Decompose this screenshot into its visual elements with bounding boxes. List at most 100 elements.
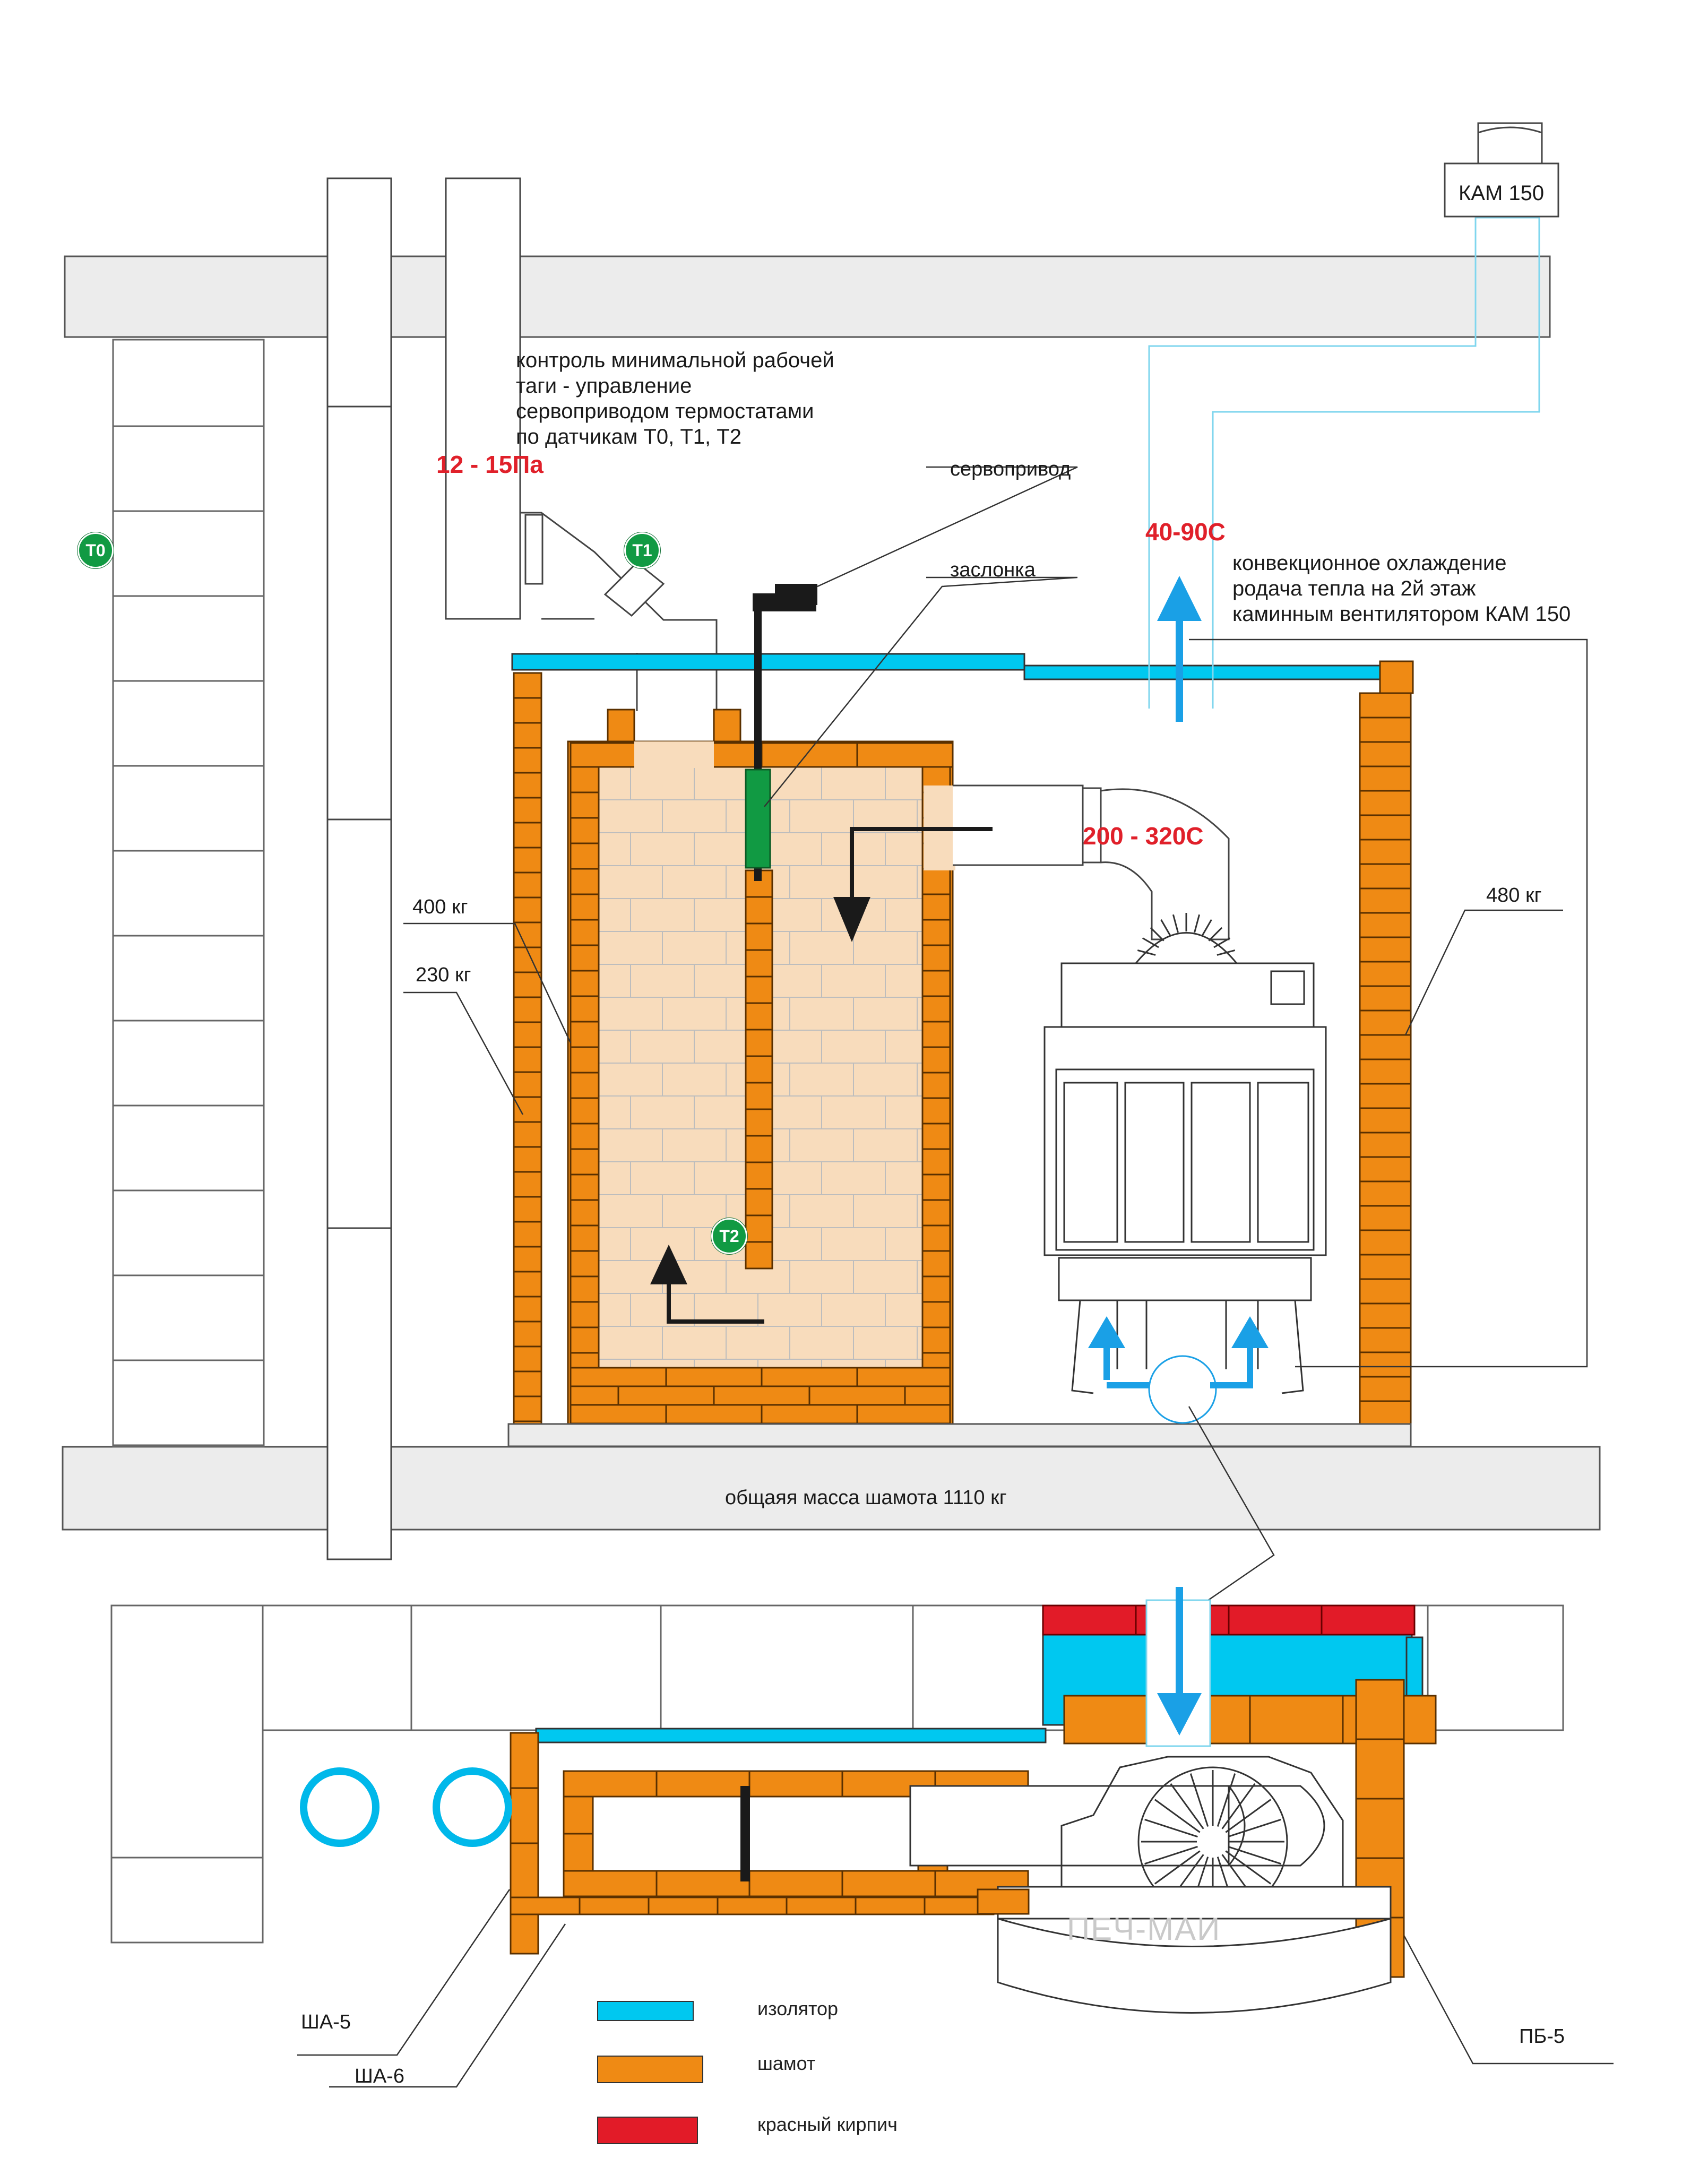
brick [1359,790,1412,816]
brick [921,1224,951,1252]
brick [1359,985,1412,1012]
brick [1359,912,1412,938]
ceiling-slab [64,255,1551,338]
brick [1359,1302,1412,1329]
flow-arrowhead-up [650,1245,687,1284]
brick [570,893,600,921]
mortar-line [1144,1818,1198,1838]
brick [921,995,951,1023]
brick [1359,1058,1412,1085]
brick [513,772,542,799]
flow-arrow-down [850,827,993,913]
top-insulation-bar [511,653,1025,671]
brick [1359,1156,1412,1182]
mortar-line [1150,927,1164,942]
brick [570,1072,600,1099]
brick [570,1173,600,1201]
mortar-line [1228,1845,1281,1865]
brick [748,1770,843,1798]
brick [563,1770,658,1798]
pressure-label: 12 - 15Па [436,451,544,478]
brick [513,1096,542,1123]
mortar-line [1208,927,1223,942]
brick [1359,741,1412,767]
brick [570,1367,667,1387]
mortar-line [1137,949,1156,956]
brick [513,722,542,749]
sensor-t0: Т0 [77,532,114,568]
brick [745,896,773,925]
brick [1359,765,1412,792]
brick [745,1135,773,1163]
control-note-line-1: контроль минимальной рабочей [516,349,834,372]
left-wall [112,339,265,1448]
brick [510,1732,539,1789]
flow-arrow-up [667,1274,764,1324]
brick [786,1896,857,1915]
red-brick [1228,1604,1323,1636]
brick [1359,1034,1412,1060]
brick [1359,936,1412,963]
brick [921,893,951,921]
mortar-line [1201,919,1212,936]
brick [570,842,600,870]
legend-label-fireclay: шамот [757,2052,816,2074]
brick [904,1385,951,1406]
brick [513,1296,542,1323]
brick [745,1055,773,1084]
mortar-line [1189,1773,1209,1827]
brick [617,1385,715,1406]
control-note-line-2: таги - управление [516,374,692,398]
mortar-line [1213,937,1231,948]
brick [563,1795,594,1835]
fireclay-column-left [513,672,542,1447]
brick [1359,961,1412,987]
brick [570,995,600,1023]
servo-label: сервопривод [950,458,1071,480]
brick [856,1367,951,1387]
total-mass-label: общаяя масса шамота 1110 кг [725,1487,1007,1509]
brick [570,791,600,819]
floor-slab [62,1446,1601,1531]
brick [921,1021,951,1048]
mortar-line [1154,1799,1201,1833]
brick [921,1148,951,1176]
brick [761,1367,858,1387]
brick [513,797,542,824]
brick [1249,1695,1344,1745]
brick [1359,1009,1412,1036]
mortar-line [1170,1783,1204,1829]
brick [570,1301,600,1328]
convection-note-line-3: каминным вентилятором КАМ 150 [1232,602,1571,626]
legend-swatch-fireclay [597,2056,703,2083]
brick [579,1896,650,1915]
brick [856,742,954,768]
top-view-floor [110,1587,1564,2014]
brick [513,1046,542,1073]
brick [570,766,600,793]
brick [745,1161,773,1190]
brick [1063,1695,1158,1745]
brick [841,1870,936,1897]
brick [570,1199,600,1227]
brick [513,1221,542,1248]
brick [921,1301,951,1328]
brick [745,1241,773,1270]
brick [1359,1205,1412,1231]
kam150-box [1444,162,1559,218]
brick [1359,863,1412,890]
brick [513,1146,542,1173]
brick [745,1188,773,1216]
brick [921,1250,951,1277]
fireplace-insert [1043,913,1327,1394]
flue-connector [953,784,1230,940]
mass-400-label: 400 кг [412,896,468,918]
watermark: ПЕЧ-МАИ [1067,1911,1221,1947]
kam150-label: КАМ 150 [1459,182,1545,205]
convection-note-line-2: родача тепла на 2й этаж [1232,577,1476,600]
brick [761,1404,858,1425]
brick [570,1250,600,1277]
brick [648,1896,719,1915]
chimney-pipe-right [445,177,718,711]
